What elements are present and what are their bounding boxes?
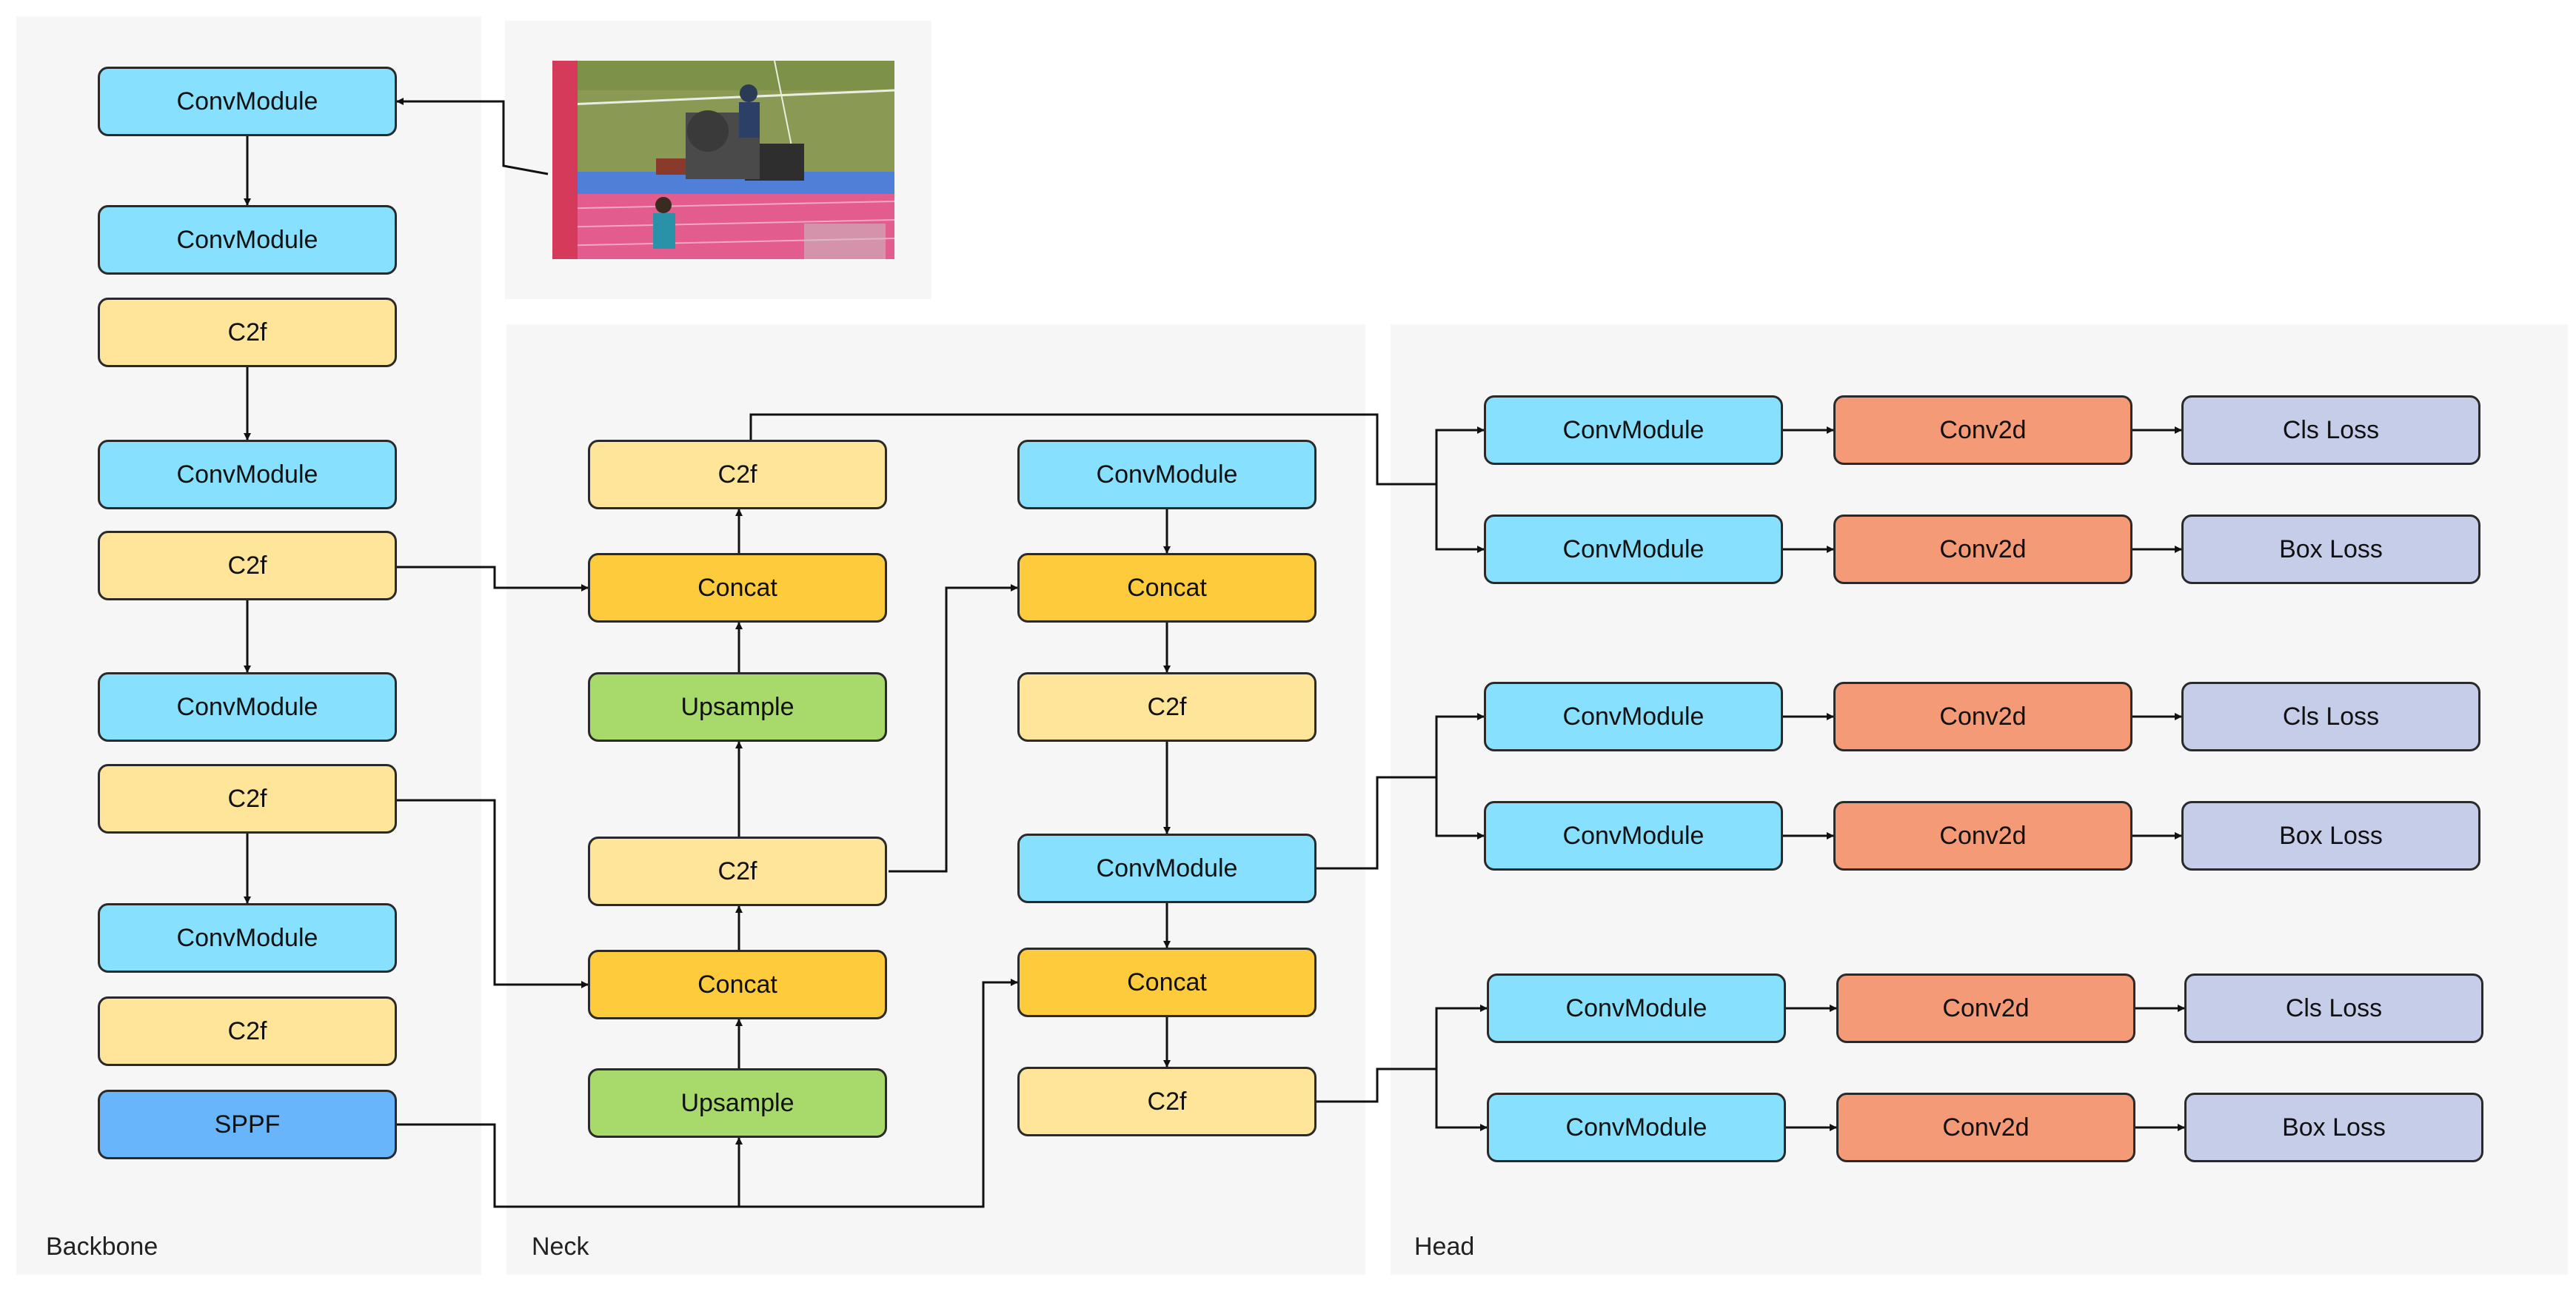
node-upsample-n3: Upsample xyxy=(588,672,887,742)
node-label: ConvModule xyxy=(1562,821,1704,850)
node-label: Conv2d xyxy=(1942,1113,2030,1142)
edge-n10-h10 xyxy=(1435,777,1485,839)
node-c2f-n4: C2f xyxy=(588,837,887,906)
node-label: Box Loss xyxy=(2282,1113,2386,1142)
node-concat-n2: Concat xyxy=(588,553,887,623)
node-label: ConvModule xyxy=(1565,993,1707,1022)
edge-b10-n6 xyxy=(397,1123,743,1208)
node-label: C2f xyxy=(1147,1087,1187,1116)
edge-b10-n11 xyxy=(739,979,1018,1208)
node-c2f-n1: C2f xyxy=(588,440,887,509)
backbone-label: Backbone xyxy=(46,1233,158,1261)
node-label: Concat xyxy=(697,573,777,602)
edge-n12-h13 xyxy=(1317,1005,1488,1103)
node-convmodule-n10: ConvModule xyxy=(1017,834,1317,903)
node-label: Concat xyxy=(1127,573,1207,602)
node-label: ConvModule xyxy=(1096,460,1238,489)
node-cls-loss-h9: Cls Loss xyxy=(2181,682,2480,751)
node-c2f-b3: C2f xyxy=(98,298,397,367)
node-label: Upsample xyxy=(680,1088,794,1117)
node-label: Concat xyxy=(1127,968,1207,996)
edge-b7-n5 xyxy=(397,799,589,988)
node-label: ConvModule xyxy=(176,87,318,115)
edge-b5-n2 xyxy=(397,566,589,591)
node-label: Cls Loss xyxy=(2282,702,2380,731)
node-label: ConvModule xyxy=(176,460,318,489)
node-convmodule-b6: ConvModule xyxy=(98,672,397,742)
node-label: ConvModule xyxy=(176,225,318,254)
node-box-loss-h6: Box Loss xyxy=(2181,515,2480,584)
node-c2f-n9: C2f xyxy=(1017,672,1317,742)
node-label: ConvModule xyxy=(1096,854,1238,882)
node-convmodule-h1: ConvModule xyxy=(1484,395,1783,465)
node-label: C2f xyxy=(717,857,757,885)
node-convmodule-b1: ConvModule xyxy=(98,67,397,136)
node-label: ConvModule xyxy=(1562,702,1704,731)
node-concat-n5: Concat xyxy=(588,950,887,1019)
node-label: C2f xyxy=(227,1016,267,1045)
node-convmodule-h10: ConvModule xyxy=(1484,801,1783,871)
node-box-loss-h12: Box Loss xyxy=(2181,801,2480,871)
node-label: Cls Loss xyxy=(2282,415,2380,444)
input-photo xyxy=(552,61,894,259)
node-convmodule-b2: ConvModule xyxy=(98,205,397,275)
node-concat-n11: Concat xyxy=(1017,948,1317,1017)
node-label: Upsample xyxy=(680,692,794,721)
node-label: SPPF xyxy=(214,1110,281,1139)
edge-n4-n8 xyxy=(889,584,1018,873)
edge-n12-h16 xyxy=(1435,1069,1488,1131)
node-label: C2f xyxy=(227,784,267,813)
node-cls-loss-h15: Cls Loss xyxy=(2184,973,2483,1043)
node-convmodule-b4: ConvModule xyxy=(98,440,397,509)
node-convmodule-h16: ConvModule xyxy=(1487,1093,1786,1162)
node-conv2d-h2: Conv2d xyxy=(1833,395,2132,465)
node-label: C2f xyxy=(227,551,267,580)
node-label: C2f xyxy=(227,318,267,346)
edge-n1-h1 xyxy=(749,413,1485,486)
node-label: ConvModule xyxy=(1562,534,1704,563)
node-label: ConvModule xyxy=(176,692,318,721)
node-conv2d-h8: Conv2d xyxy=(1833,682,2132,751)
node-label: C2f xyxy=(1147,692,1187,721)
node-label: Concat xyxy=(697,970,777,999)
node-conv2d-h11: Conv2d xyxy=(1833,801,2132,871)
edge-n1-h4 xyxy=(1435,484,1485,553)
neck-label: Neck xyxy=(532,1233,589,1261)
node-label: Cls Loss xyxy=(2285,993,2383,1022)
node-c2f-b9: C2f xyxy=(98,996,397,1066)
node-conv2d-h5: Conv2d xyxy=(1833,515,2132,584)
node-c2f-n12: C2f xyxy=(1017,1067,1317,1136)
node-convmodule-b8: ConvModule xyxy=(98,903,397,973)
node-upsample-n6: Upsample xyxy=(588,1068,887,1138)
node-label: Conv2d xyxy=(1939,821,2027,850)
node-box-loss-h18: Box Loss xyxy=(2184,1093,2483,1162)
edge-n10-h7 xyxy=(1317,713,1485,870)
node-cls-loss-h3: Cls Loss xyxy=(2181,395,2480,465)
edge-input-b1 xyxy=(396,98,549,175)
node-label: ConvModule xyxy=(1562,415,1704,444)
node-c2f-b7: C2f xyxy=(98,764,397,834)
node-convmodule-h4: ConvModule xyxy=(1484,515,1783,584)
node-label: C2f xyxy=(717,460,757,489)
head-label: Head xyxy=(1414,1233,1475,1261)
node-conv2d-h17: Conv2d xyxy=(1836,1093,2135,1162)
node-sppf-b10: SPPF xyxy=(98,1090,397,1159)
node-convmodule-n7: ConvModule xyxy=(1017,440,1317,509)
node-convmodule-h13: ConvModule xyxy=(1487,973,1786,1043)
node-convmodule-h7: ConvModule xyxy=(1484,682,1783,751)
node-label: Box Loss xyxy=(2279,534,2383,563)
node-label: Conv2d xyxy=(1942,993,2030,1022)
node-label: Conv2d xyxy=(1939,534,2027,563)
node-label: Box Loss xyxy=(2279,821,2383,850)
node-concat-n8: Concat xyxy=(1017,553,1317,623)
node-c2f-b5: C2f xyxy=(98,531,397,600)
node-label: ConvModule xyxy=(1565,1113,1707,1142)
node-conv2d-h14: Conv2d xyxy=(1836,973,2135,1043)
node-label: Conv2d xyxy=(1939,702,2027,731)
node-label: ConvModule xyxy=(176,923,318,952)
node-label: Conv2d xyxy=(1939,415,2027,444)
